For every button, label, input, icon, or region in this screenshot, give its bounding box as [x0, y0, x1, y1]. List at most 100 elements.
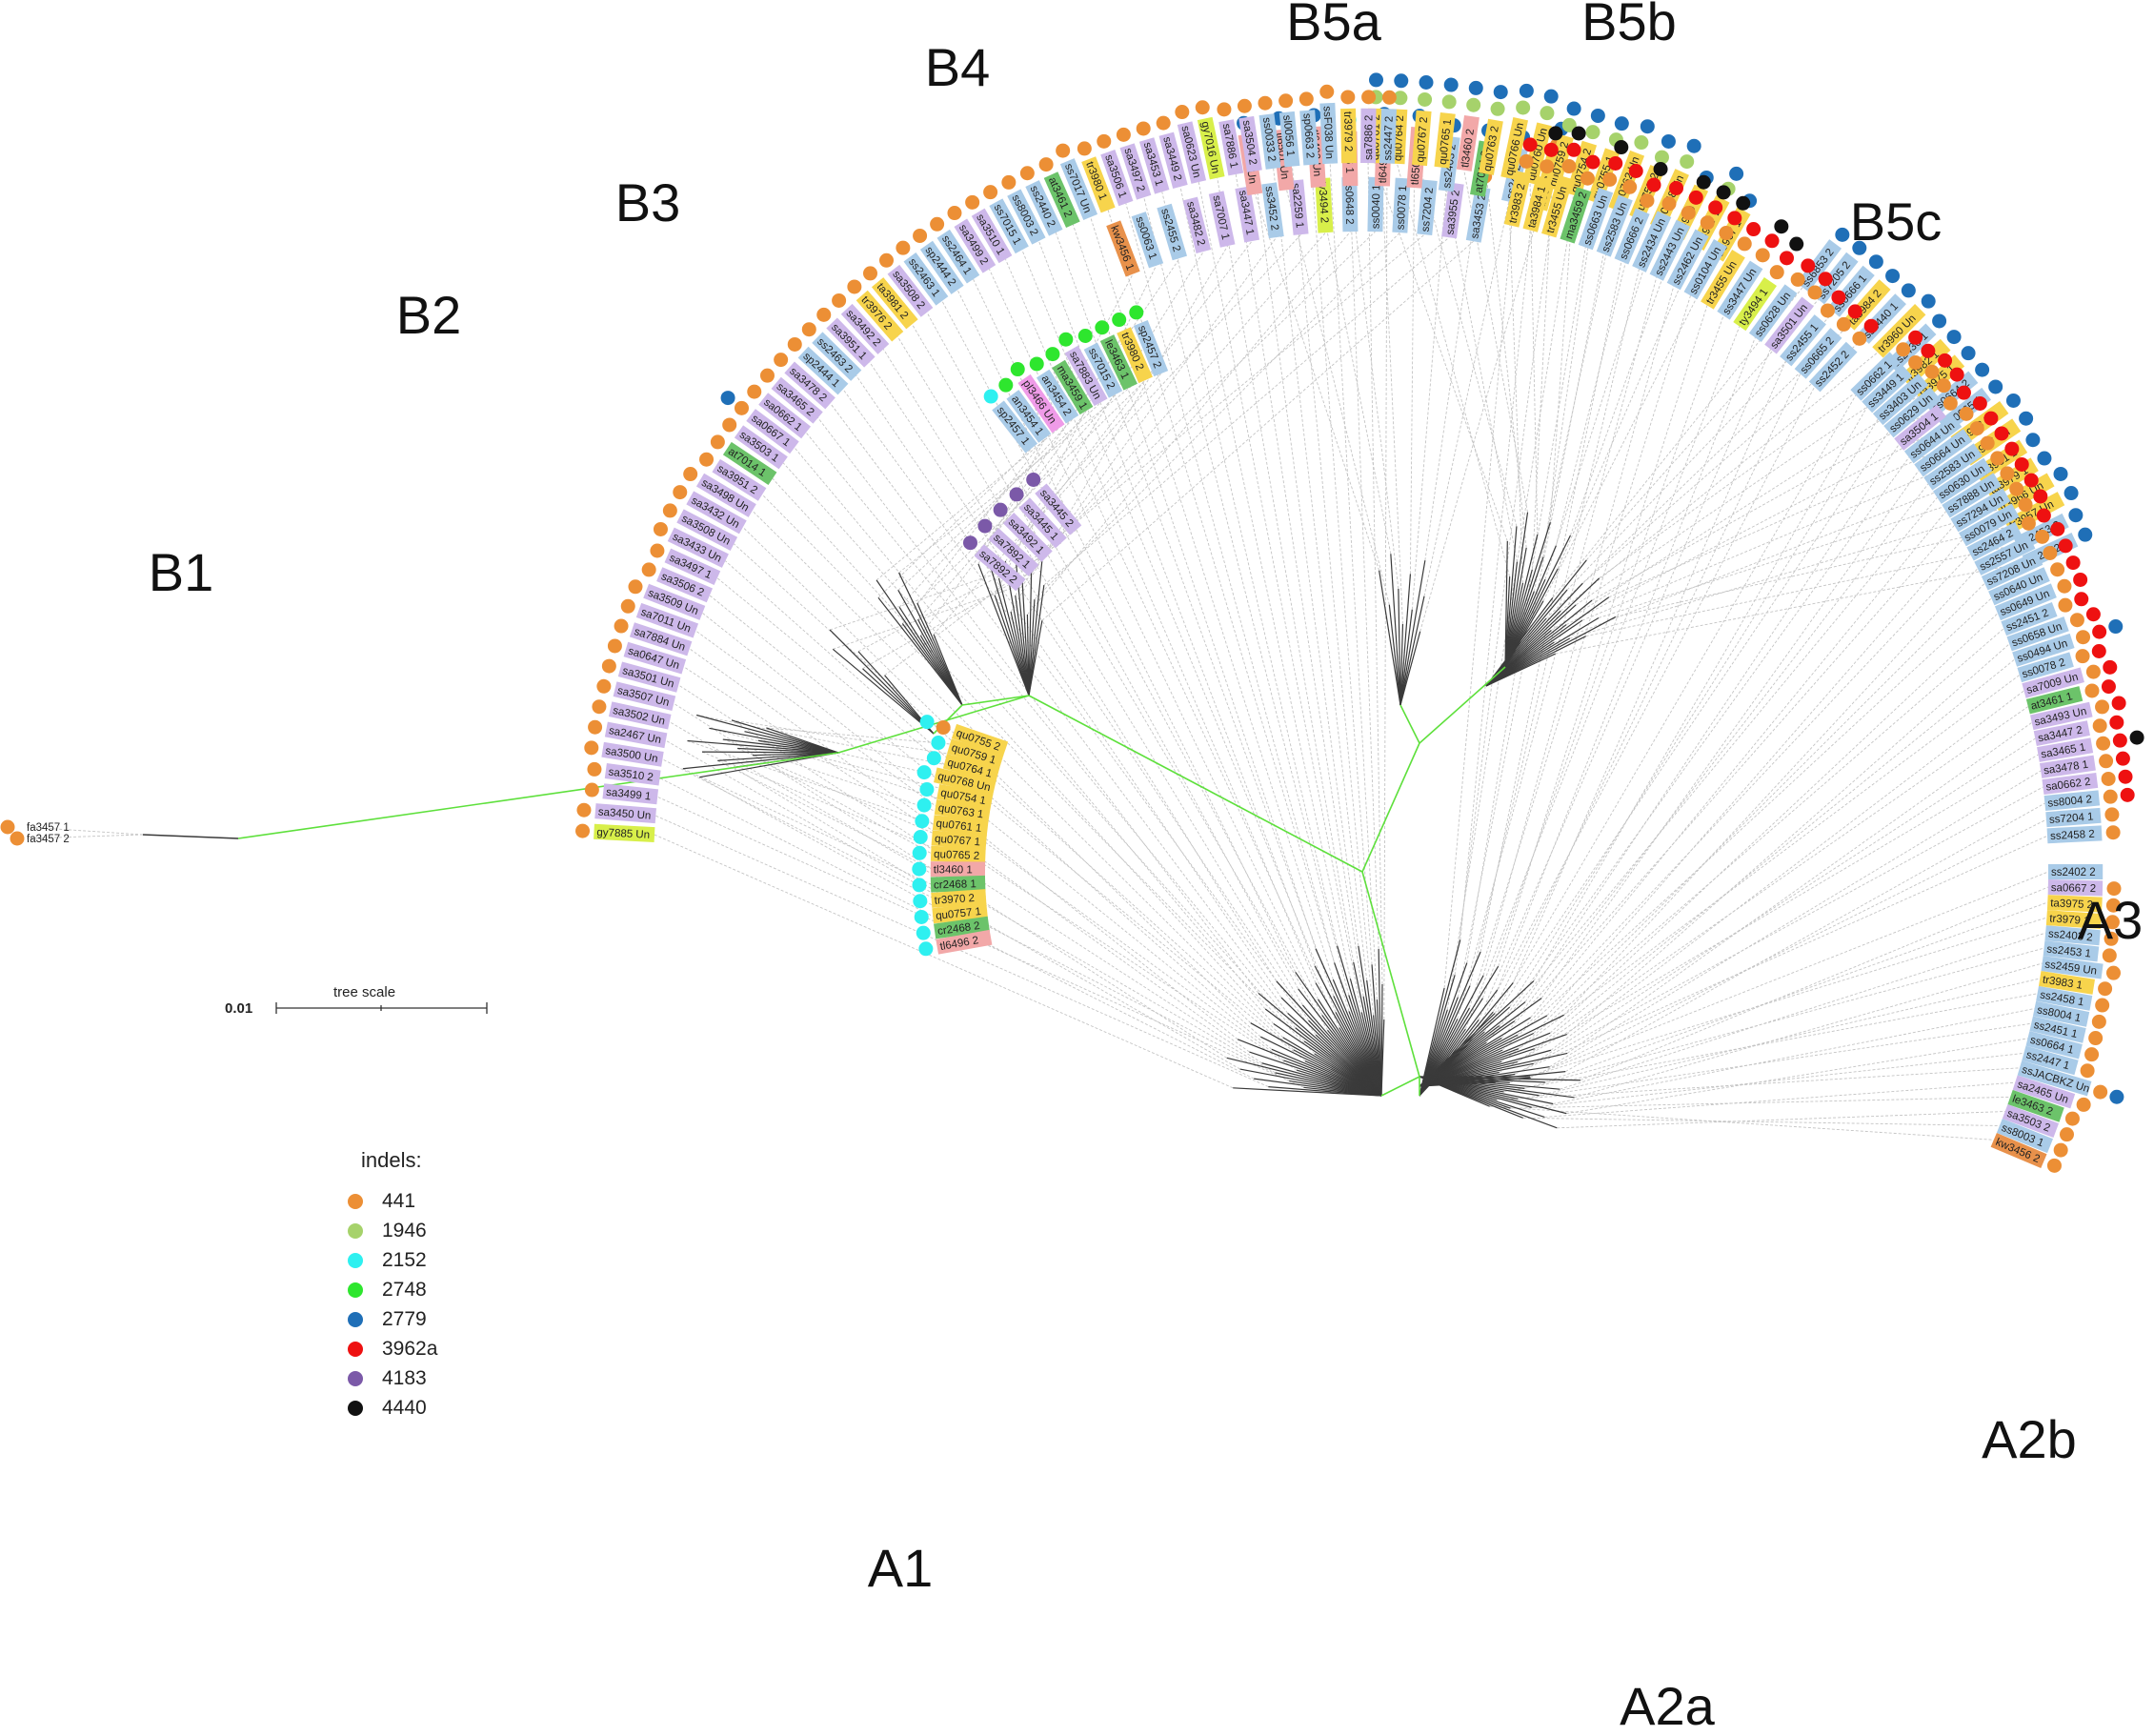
leader-line	[1553, 1008, 2035, 1104]
internal-branch	[1485, 596, 1610, 687]
internal-branch	[977, 563, 1030, 696]
leaf-tag: ss2453 1	[2043, 940, 2100, 962]
leaf-highlight	[1006, 390, 1052, 443]
indel-dot	[912, 878, 927, 893]
leaf-highlight	[2001, 601, 2058, 636]
internal-branch	[832, 648, 935, 735]
indel-dot	[1175, 105, 1190, 120]
internal-branch	[1419, 987, 1445, 1097]
indel-dot	[1519, 83, 1534, 98]
leaf-highlight	[2048, 864, 2104, 879]
indel-dot	[2046, 1158, 2062, 1173]
indel-dot	[2120, 787, 2135, 802]
leaf-tag: qu0767 1	[931, 830, 987, 850]
internal-branch	[1419, 1071, 1566, 1087]
leaf-label: ss0078 1	[1392, 177, 1411, 233]
leaf-tag: qu0763 1	[934, 798, 991, 823]
indel-dot	[1908, 330, 1923, 345]
leaf-highlight	[1632, 211, 1672, 273]
leaf-highlight	[2012, 1075, 2076, 1109]
leader-line	[1480, 261, 1622, 953]
leaf-tag: sa3447 1	[1235, 186, 1260, 243]
leaf-label: gy7885 Un	[575, 823, 655, 843]
legend-label: 4183	[382, 1366, 427, 1389]
leader-line	[1608, 442, 1956, 598]
indel-dot	[1975, 362, 1990, 377]
indel-dot	[1561, 117, 1577, 132]
leaf-highlight	[1500, 117, 1529, 180]
indel-dot	[1258, 95, 1273, 111]
internal-branch	[1399, 595, 1425, 706]
leader-line	[682, 768, 988, 911]
indel-dot	[916, 765, 932, 780]
leader-line	[817, 417, 1259, 994]
leaf-highlight	[1872, 373, 1929, 426]
leaf-highlight	[954, 218, 996, 273]
leader-line	[1533, 407, 1868, 981]
internal-branch	[731, 719, 839, 754]
indel-dot	[1807, 285, 1822, 300]
indel-dot	[607, 638, 622, 654]
leaf-highlight	[1903, 414, 1963, 464]
leaf-highlight	[1043, 172, 1080, 229]
indel-dot	[1769, 265, 1784, 280]
internal-branch	[1358, 945, 1382, 1097]
indel-dot	[1736, 195, 1751, 211]
legend-title: indels:	[361, 1148, 422, 1172]
indel-dot	[1818, 272, 1833, 287]
leaf-name: sa0662 2	[2045, 777, 2091, 794]
leader-line	[1492, 373, 1802, 1013]
internal-branch	[1298, 988, 1382, 1097]
leader-line	[1471, 386, 1816, 1040]
indel-dot	[1585, 125, 1600, 140]
indel-dot	[1863, 318, 1879, 333]
indel-dot	[1585, 154, 1600, 170]
internal-branch	[897, 590, 963, 706]
leaf-highlight	[2012, 633, 2075, 667]
leaf-highlight	[1914, 429, 1973, 477]
indel-dot	[1369, 72, 1384, 88]
indel-dot	[983, 389, 998, 404]
indel-dot	[2059, 1127, 2074, 1142]
indel-dot	[747, 384, 762, 399]
indel-dot	[1519, 153, 1534, 169]
indel-dot	[2036, 508, 2051, 523]
internal-branch	[1273, 1023, 1382, 1097]
indel-dot	[1136, 121, 1151, 136]
leaf-highlight	[2017, 652, 2074, 683]
indel-dot	[1602, 172, 1618, 187]
leaf-name: ty3494 2	[1316, 181, 1330, 224]
leaf-tag: qu0765 1	[1434, 111, 1456, 169]
scale-bar: tree scale 0.01	[225, 984, 488, 1017]
leader-line	[794, 447, 1266, 1010]
leader-line	[1478, 349, 1771, 1020]
internal-branch	[1504, 547, 1527, 668]
internal-branch	[1276, 980, 1382, 1097]
indel-dot	[2065, 555, 2081, 571]
legend-label: 3962a	[382, 1337, 438, 1360]
leader-line	[912, 324, 1328, 1031]
indel-dot	[1095, 320, 1110, 335]
indel-dot	[1969, 421, 1984, 436]
leader-line	[862, 570, 1035, 670]
leaf-highlight	[1158, 131, 1188, 190]
leaf-name: qu0765 1	[1438, 118, 1454, 165]
internal-branch	[744, 731, 839, 754]
indel-dot	[2091, 1014, 2106, 1029]
internal-branch	[1250, 1022, 1382, 1097]
clade-label-b5a: B5a	[1286, 0, 1381, 51]
leaf-highlight	[1596, 194, 1633, 257]
indel-dot	[930, 216, 945, 232]
leader-line	[1042, 233, 1425, 551]
leaf-highlight	[1035, 483, 1082, 535]
leaf-highlight	[1544, 133, 1574, 192]
leaf-label: ss2453 1	[2043, 940, 2117, 963]
clade-label-b5b: B5b	[1581, 0, 1677, 51]
clade-label-b5c: B5c	[1850, 192, 1943, 252]
internal-branch	[1485, 599, 1593, 687]
indel-dot	[847, 279, 862, 294]
leader-line	[1544, 901, 2048, 1083]
leaf-highlight	[2041, 956, 2104, 979]
leader-line	[772, 478, 1275, 1024]
